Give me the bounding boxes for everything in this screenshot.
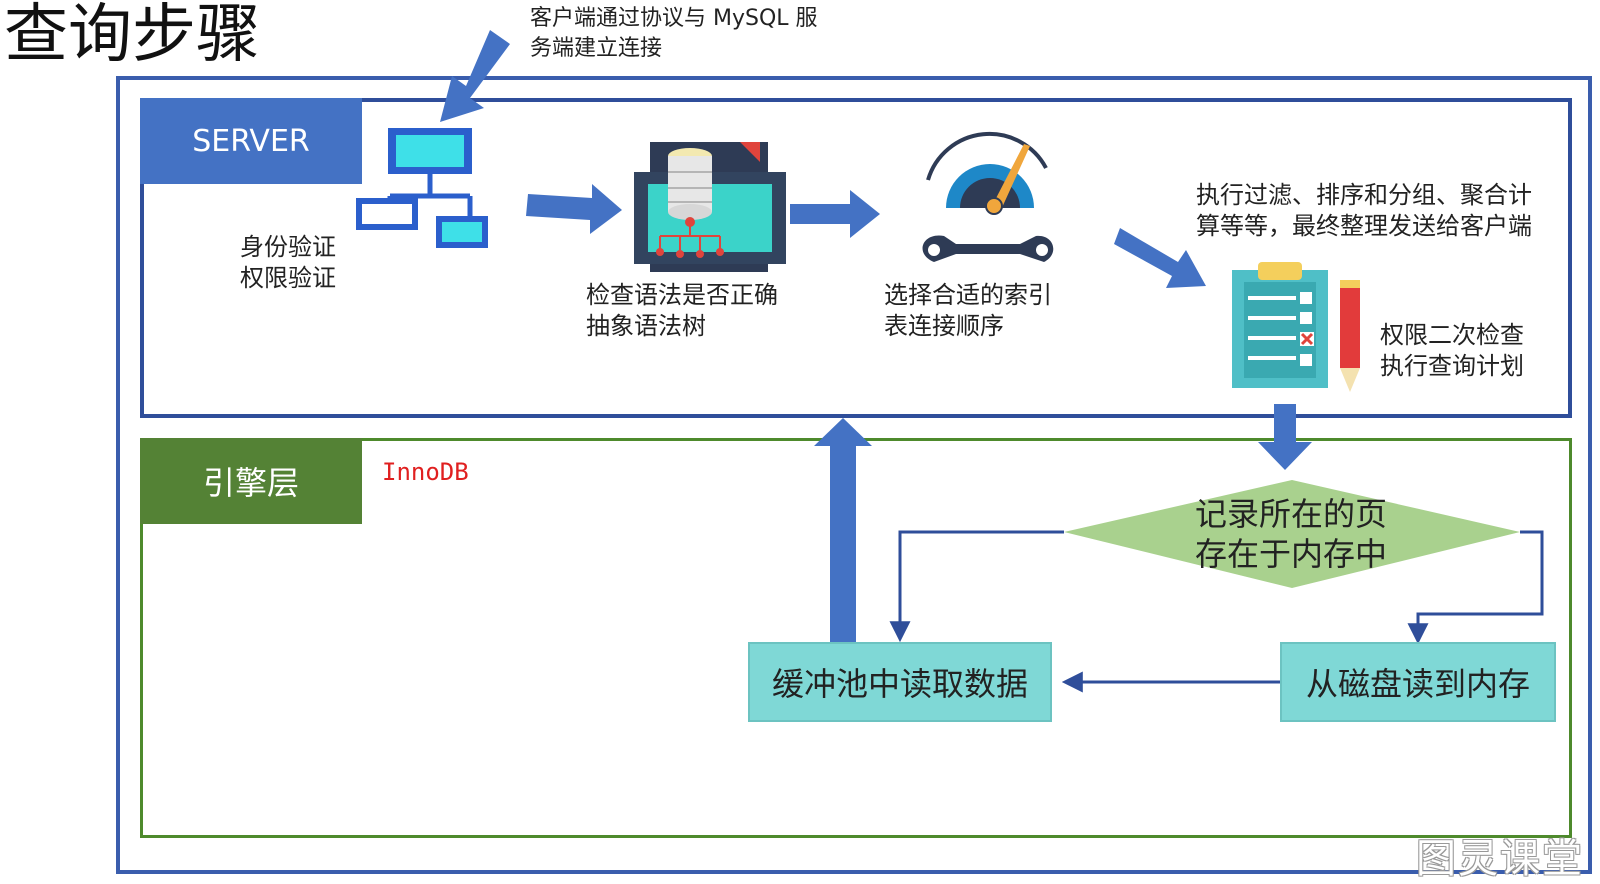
up-arrow-to-server — [814, 418, 872, 650]
watermark: 图灵课堂 — [1416, 836, 1584, 882]
decision-text: 记录所在的页 存在于内存中 — [1194, 495, 1387, 573]
innodb-label: InnoDB — [382, 458, 469, 486]
disk-read-label: 从磁盘读到内存 — [1305, 665, 1530, 703]
org-chart-icon — [356, 128, 488, 248]
connector-yes — [889, 530, 1064, 643]
engine-layer-label: 引擎层 — [140, 438, 362, 524]
execution-step-text: 权限二次检查 执行查询计划 — [1380, 321, 1524, 380]
clipboard-pencil-icon — [1232, 262, 1360, 392]
flow-arrow-3 — [1114, 228, 1206, 288]
outer-frame — [116, 76, 1592, 874]
disk-read-box: 从磁盘读到内存 — [1280, 642, 1556, 722]
gauge-wrench-icon — [922, 132, 1054, 262]
flow-arrow-1 — [526, 184, 622, 234]
result-processing-text: 执行过滤、排序和分组、聚合计 算等等，最终整理发送给客户端 — [1196, 181, 1532, 240]
client-arrow — [440, 30, 510, 122]
buffer-pool-label: 缓冲池中读取数据 — [771, 665, 1028, 703]
buffer-pool-box: 缓冲池中读取数据 — [748, 642, 1052, 722]
page-title: 查询步骤 — [4, 0, 260, 72]
database-server-icon — [634, 142, 786, 272]
decision-diamond — [1064, 480, 1520, 588]
client-connection-note: 客户端通过协议与 MySQL 服 务端建立连接 — [530, 6, 818, 61]
server-layer-box — [140, 98, 1572, 418]
down-arrow-to-engine — [1258, 404, 1312, 470]
syntax-step-text: 检查语法是否正确 抽象语法树 — [586, 281, 778, 340]
connector-no — [1407, 530, 1544, 645]
flow-arrow-2 — [790, 190, 880, 238]
auth-step-text: 身份验证 权限验证 — [240, 233, 336, 292]
optimizer-step-text: 选择合适的索引 表连接顺序 — [884, 281, 1052, 340]
server-layer-label: SERVER — [140, 98, 362, 184]
